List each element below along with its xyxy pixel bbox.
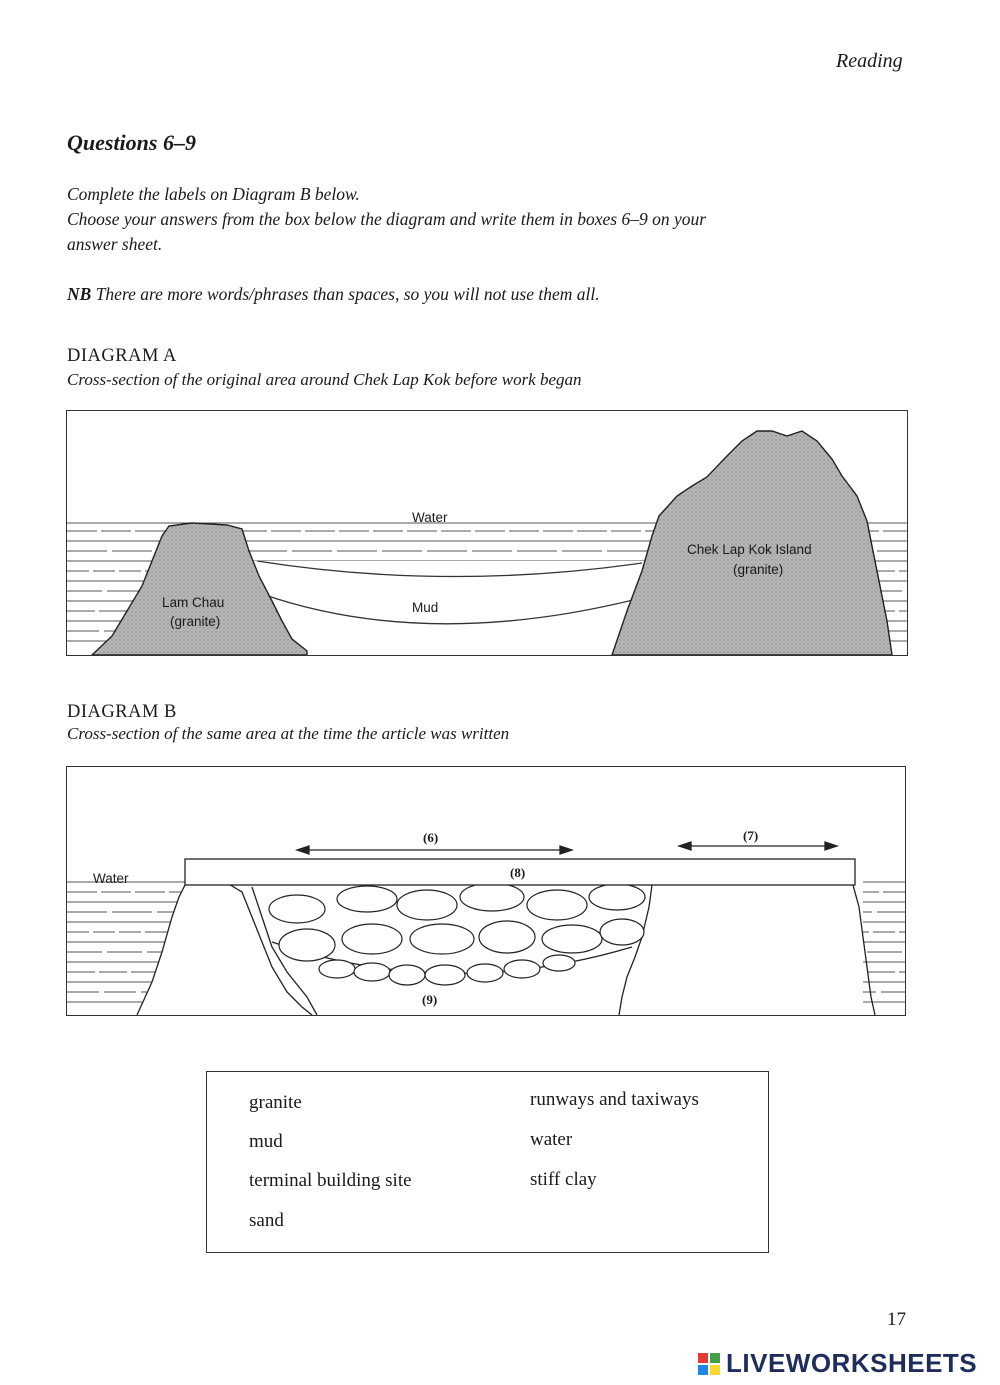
diagram-b: Water (6) (7) (8) (9) [66,766,906,1016]
boulder [478,920,536,954]
boulder [278,928,336,962]
arrow-7-right-head [824,841,840,851]
boulder [318,959,356,979]
instructions: Complete the labels on Diagram B below. … [67,182,887,257]
arrow-6-right-head [559,845,575,855]
word-option: stiff clay [530,1169,597,1190]
boulder [526,889,588,921]
nb-text: There are more words/phrases than spaces… [95,284,600,304]
diagram-a-subtitle: Cross-section of the original area aroun… [67,370,582,389]
diagram-b-drawing: Water (6) (7) (8) (9) [67,828,905,1015]
lam-chau-rock-label: (granite) [170,614,220,629]
boulder [409,923,475,955]
answer-word-box: granite mud terminal building site sand … [206,1071,769,1253]
diagram-a-drawing: Water Mud Lam Chau (granite) Chek Lap Ko… [67,430,907,655]
boulder [599,918,645,946]
boulder [388,964,426,986]
diagram-a-mud-label: Mud [412,600,438,615]
lam-chau-label: Lam Chau [162,595,224,610]
word-option: granite [249,1092,302,1113]
boulder [503,959,541,979]
page-number: 17 [887,1309,906,1330]
word-option: runways and taxiways [530,1089,699,1110]
questions-title: Questions 6–9 [67,130,196,155]
label-9: (9) [422,992,437,1007]
mud-bottom-boundary [261,593,638,625]
water-mud-boundary [256,560,643,578]
diagram-a: Water Mud Lam Chau (granite) Chek Lap Ko… [66,410,908,656]
diagram-a-title: DIAGRAM A [67,346,177,366]
boulder [341,923,403,955]
central-pit-outline [251,884,653,1015]
boulder [268,894,326,924]
instruction-line: Complete the labels on Diagram B below. [67,184,360,204]
label-8: (8) [510,865,525,880]
dimension-arrows [294,841,840,855]
boulder [541,924,603,954]
word-option: terminal building site [249,1170,412,1191]
nb-note: NB There are more words/phrases than spa… [67,282,600,307]
lam-chau-island [90,522,308,655]
diagram-b-water-label: Water [93,871,129,886]
brand-watermark: LIVEWORKSHEETS [698,1348,977,1380]
boulders [268,882,646,986]
diagram-a-water-label: Water [412,510,448,525]
boulder [459,882,525,912]
chek-lap-kok-label: Chek Lap Kok Island [687,542,812,557]
boulder [542,954,576,972]
brand-logo-icon [698,1353,722,1377]
label-7: (7) [743,828,758,843]
instruction-line: Choose your answers from the box below t… [67,209,707,229]
platform-8 [184,858,856,886]
boulder [336,885,398,913]
diagram-b-subtitle: Cross-section of the same area at the ti… [67,724,510,743]
boulder [466,963,504,983]
arrow-6-left-head [294,845,310,855]
section-header: Reading [836,50,903,72]
boulder [424,964,466,986]
brand-name: LIVEWORKSHEETS [726,1348,978,1378]
chek-lap-kok-island [611,430,893,655]
arrow-7-left-head [676,841,692,851]
boulder [396,889,458,921]
diagram-b-title: DIAGRAM B [67,702,177,722]
nb-label: NB [67,284,92,304]
word-option: sand [249,1210,284,1231]
boulder [588,883,646,911]
chek-lap-kok-rock-label: (granite) [733,562,783,577]
label-6: (6) [423,830,438,845]
word-option: water [530,1129,573,1150]
word-option: mud [249,1131,283,1152]
right-island-edge [852,884,876,1015]
boulder [353,962,391,982]
instruction-line: answer sheet. [67,234,163,254]
